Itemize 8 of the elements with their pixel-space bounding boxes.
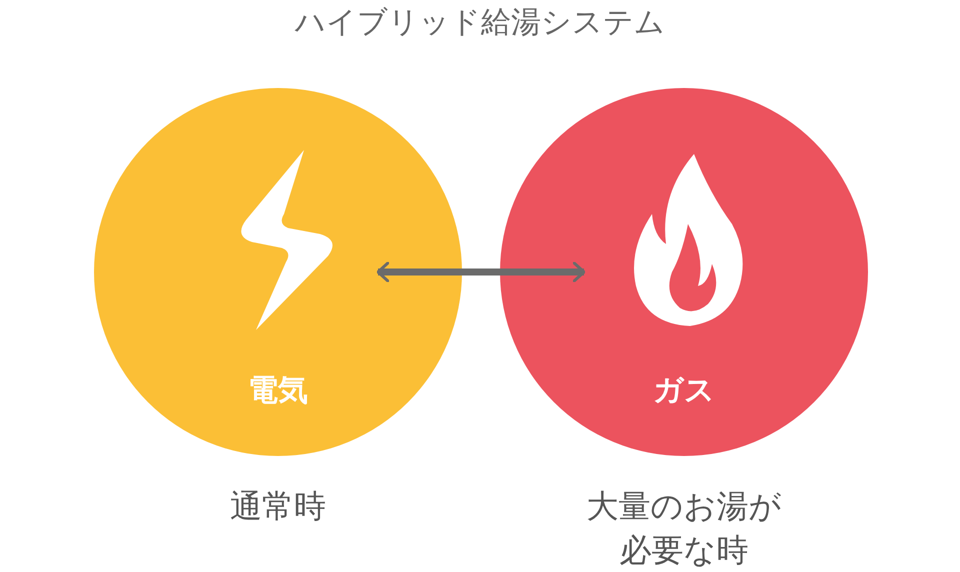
title: ハイブリッド給湯システム: [294, 4, 666, 42]
node-label: 電気: [247, 372, 309, 410]
double-arrow: [376, 260, 586, 284]
caption-text: 通常時: [229, 486, 327, 527]
caption-text: 大量のお湯が必要な時: [586, 486, 782, 571]
circle-node: [500, 88, 868, 456]
circle-node: [94, 88, 462, 456]
node-label: ガス: [652, 372, 716, 410]
